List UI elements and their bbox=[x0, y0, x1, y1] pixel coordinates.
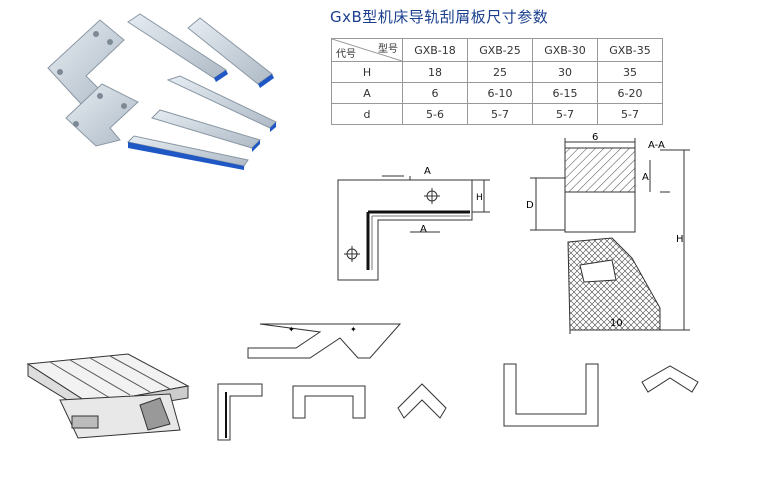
table-cell: 6-20 bbox=[597, 82, 663, 104]
section-arrow-label: A bbox=[424, 166, 431, 177]
row-code: A bbox=[331, 82, 403, 104]
table-cell: 18 bbox=[402, 61, 468, 83]
table-cell: 5-7 bbox=[597, 103, 663, 125]
table-row: d 5-6 5-7 5-7 5-7 bbox=[331, 103, 663, 125]
table-cell: 6-10 bbox=[467, 82, 533, 104]
section-label: A-A bbox=[648, 140, 665, 151]
model-header: GXB-18 bbox=[402, 38, 468, 62]
l-plate-small bbox=[65, 83, 139, 147]
shape-wide-u-profile bbox=[503, 363, 599, 427]
table-row: H 18 25 30 35 bbox=[331, 61, 663, 83]
table-cell: 5-7 bbox=[532, 103, 598, 125]
table-cell: 35 bbox=[597, 61, 663, 83]
shape-roof-profile bbox=[397, 383, 447, 419]
dimension-label: H bbox=[476, 193, 483, 203]
model-header: GXB-30 bbox=[532, 38, 598, 62]
corner-label-model: 型号 bbox=[378, 44, 398, 55]
table-cell: 5-6 bbox=[402, 103, 468, 125]
table-cell: 6-15 bbox=[532, 82, 598, 104]
table-cell: 25 bbox=[467, 61, 533, 83]
machine-table-illustration bbox=[26, 353, 190, 439]
row-code: d bbox=[331, 103, 403, 125]
table-row: A 6 6-10 6-15 6-20 bbox=[331, 82, 663, 104]
row-code: H bbox=[331, 61, 403, 83]
l-plate-large bbox=[47, 19, 125, 106]
wiper-strip bbox=[187, 17, 274, 88]
section-arrow-label: A bbox=[420, 224, 427, 235]
table-cell: 6 bbox=[402, 82, 468, 104]
dimension-label: D bbox=[526, 200, 534, 211]
product-photo bbox=[47, 13, 277, 170]
wiper-strip bbox=[126, 135, 249, 170]
section-aa-view: 6 A-A A D H 10 bbox=[526, 132, 690, 334]
table-cell: 5-7 bbox=[467, 103, 533, 125]
svg-text:✦: ✦ bbox=[288, 325, 295, 334]
wiper-strip bbox=[166, 75, 277, 132]
dimension-label: A bbox=[642, 172, 649, 183]
table-corner-cell: 型号 代号 bbox=[331, 38, 403, 62]
model-header: GXB-25 bbox=[467, 38, 533, 62]
shape-roof-small bbox=[641, 365, 699, 393]
corner-front-view: A A H bbox=[337, 166, 490, 281]
wiper-strip bbox=[151, 109, 261, 152]
dimension-label: 6 bbox=[592, 132, 598, 143]
page-title: GxB型机床导轨刮屑板尺寸参数 bbox=[330, 8, 549, 26]
spec-table: 型号 代号 GXB-18 GXB-25 GXB-30 GXB-35 H 18 2… bbox=[331, 38, 663, 125]
shape-v-profile: ✦✦ bbox=[247, 323, 402, 359]
table-cell: 30 bbox=[532, 61, 598, 83]
dimension-label: H bbox=[676, 234, 684, 245]
dimension-label: 10 bbox=[610, 318, 623, 329]
table-header-row: 型号 代号 GXB-18 GXB-25 GXB-30 GXB-35 bbox=[331, 38, 663, 62]
wiper-strip bbox=[127, 13, 228, 82]
corner-label-code: 代号 bbox=[336, 49, 356, 60]
model-header: GXB-35 bbox=[597, 38, 663, 62]
shape-l-profile bbox=[217, 383, 263, 441]
svg-text:✦: ✦ bbox=[350, 325, 357, 334]
shape-u-profile bbox=[292, 385, 366, 419]
